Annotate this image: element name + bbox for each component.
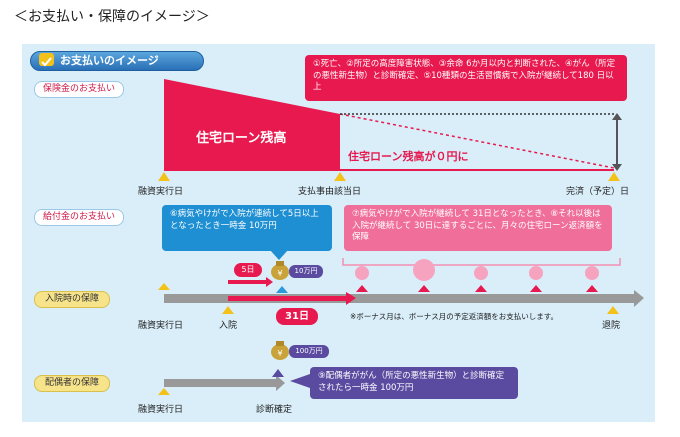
day5-marker — [276, 286, 288, 293]
day31-badge-bg — [276, 308, 318, 325]
money-bag-icon: ¥ — [271, 261, 289, 280]
hospital-timeline-bar — [164, 294, 634, 303]
check-icon — [39, 53, 54, 67]
payment-marker — [530, 285, 542, 292]
hospital-red-arrow-head — [346, 292, 356, 305]
svg-text:¥: ¥ — [277, 349, 282, 358]
tick-label-spouse-start: 融資実行日 — [138, 405, 184, 415]
arrow-head-down — [612, 164, 622, 171]
payment-bubble — [355, 266, 369, 280]
payment-bubble — [529, 266, 543, 280]
spouse-timeline-head — [276, 375, 285, 391]
hospital-red-arrow-bar — [228, 296, 346, 301]
payment-marker — [418, 285, 430, 292]
tick-label-hospital-start: 融資実行日 — [138, 321, 184, 331]
day31-badge: 31日 — [285, 311, 309, 322]
hospital-row-label: 入院時の保障 — [34, 291, 111, 308]
payment-marker — [356, 285, 368, 292]
zero-balance-label: 住宅ローン残高が０円に — [348, 150, 469, 163]
loan-balance-label: 住宅ローン残高 — [196, 131, 287, 146]
bag-amount-pill-100 — [289, 345, 329, 358]
monthly-payment-bubbles — [355, 259, 599, 281]
page-title: ＜お支払い・保障のイメージ＞ — [14, 9, 210, 25]
loan-balance-area — [164, 79, 340, 170]
tick-label-payment: 支払事由該当日 — [298, 187, 362, 197]
bonus-note: ※ボーナス月は、ボーナス月の予定返済額をお支払いします。 — [350, 312, 559, 321]
header-label: お支払いのイメージ — [60, 54, 159, 67]
insurance-callout: ①死亡、②所定の高度障害状態、③余命 6か月以内と判断された、④がん（所定の悪性… — [305, 55, 627, 101]
tick-marker-diagnosis — [272, 369, 284, 377]
tick-label-diagnosis: 診断確定 — [256, 405, 293, 415]
hospital-timeline-head — [634, 290, 644, 307]
tick-label-start: 融資実行日 — [138, 187, 184, 197]
spouse-timeline-bar — [164, 379, 276, 387]
tick-marker-end — [608, 172, 620, 181]
payment-marker — [475, 285, 487, 292]
benefit-callout-left: ⑥病気やけがで入院が連続して5日以上となったとき一時金 10万円 — [162, 205, 332, 251]
benefit-section-label: 給付金のお支払い — [34, 209, 125, 226]
payment-bubble — [413, 259, 435, 281]
monthly-payment-markers — [356, 285, 598, 292]
svg-text:¥: ¥ — [277, 269, 282, 278]
tick-marker-discharge — [607, 306, 619, 314]
callout-pointer — [270, 250, 288, 260]
arrow-head-up — [612, 113, 622, 120]
benefit-callout-right: ⑦病気やけがで入院が継続して 31日となったとき、⑧それ以後は入院が継続して 3… — [344, 205, 612, 251]
tick-marker-spouse-start — [158, 388, 170, 395]
bag-amount-10: 10万円 — [294, 267, 318, 275]
tick-label-end: 完済（予定）日 — [566, 187, 630, 197]
bag-amount-pill-10 — [289, 265, 323, 278]
insurance-section-label: 保険金のお支払い — [34, 81, 125, 98]
tick-marker-start — [158, 172, 170, 181]
tick-label-discharge: 退院 — [602, 321, 621, 331]
day5-badge-bg — [234, 263, 262, 277]
tick-label-admit: 入院 — [219, 321, 238, 331]
day5-arrow-bar — [228, 280, 266, 284]
spouse-callout: ⑨配偶者ががん（所定の悪性新生物）と診断確定されたら一時金 100万円 — [310, 367, 518, 399]
day5-badge: 5日 — [241, 265, 255, 274]
monthly-bracket — [342, 258, 621, 266]
bag-amount-100: 100万円 — [295, 347, 323, 355]
header-pill — [30, 51, 204, 71]
money-bag-icon: ¥ — [271, 341, 289, 360]
tick-marker-hospital-start — [158, 283, 170, 290]
day5-arrow-head — [266, 277, 273, 287]
tick-marker-admit — [222, 306, 234, 314]
payment-bubble — [585, 266, 599, 280]
spouse-callout-pointer — [290, 374, 310, 388]
loan-projection-line — [339, 113, 615, 169]
tick-marker-payment — [334, 172, 346, 181]
spouse-row-label: 配偶者の保障 — [34, 375, 111, 392]
payment-marker — [586, 285, 598, 292]
payment-bubble — [474, 266, 488, 280]
